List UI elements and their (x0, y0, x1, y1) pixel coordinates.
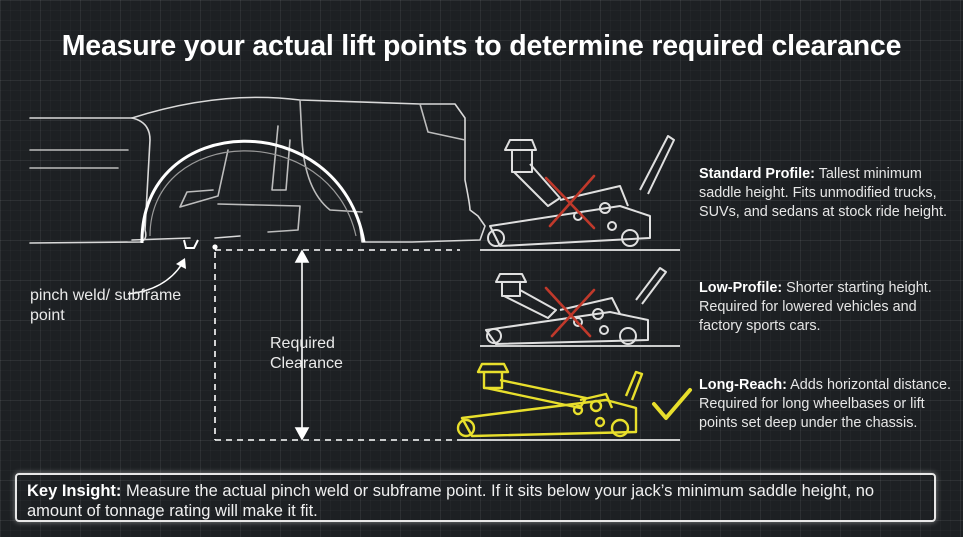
pinch-weld-pointer-arrow (127, 263, 183, 295)
red-x-icon (544, 174, 596, 230)
wheel-arch-inner (149, 150, 357, 237)
required-clearance-label: Required Clearance (270, 335, 343, 372)
ground-lines (460, 249, 680, 441)
profile-name: Low-Profile: (699, 280, 783, 296)
clearance-arrow (294, 249, 310, 441)
profile-text: Shorter starting height. Required for lo… (699, 280, 932, 334)
pinch-weld-label: pinch weld/ subframe point (30, 287, 182, 324)
car-outline (29, 96, 486, 244)
profile-text: Adds horizontal distance. Required for l… (699, 377, 951, 431)
profile-name: Standard Profile: (699, 166, 815, 182)
profile-name: Long-Reach: (699, 377, 787, 393)
key-insight-box: Key Insight: Measure the actual pinch we… (15, 473, 936, 522)
yellow-check-icon (652, 388, 692, 420)
profile-text: Tallest minimum saddle height. Fits unmo… (699, 166, 947, 220)
low-profile-jack (485, 267, 667, 345)
lift-point-marker (212, 244, 218, 250)
wheel-arch (140, 139, 366, 244)
low-profile-description: Low-Profile: Shorter starting height. Re… (699, 279, 959, 336)
insight-text: Measure the actual pinch weld or subfram… (27, 482, 875, 520)
long-reach-description: Long-Reach: Adds horizontal distance. Re… (699, 376, 959, 433)
clearance-reference-lines (214, 249, 460, 441)
pinch-weld-point (183, 239, 199, 249)
insight-heading: Key Insight: (27, 482, 122, 500)
standard-profile-description: Standard Profile: Tallest minimum saddle… (699, 165, 959, 222)
page-title: Measure your actual lift points to deter… (61, 30, 902, 62)
long-reach-jack (456, 362, 644, 438)
red-x-icon (544, 286, 596, 338)
pinch-weld-arrowhead (176, 258, 186, 269)
standard-profile-jack (487, 135, 675, 247)
